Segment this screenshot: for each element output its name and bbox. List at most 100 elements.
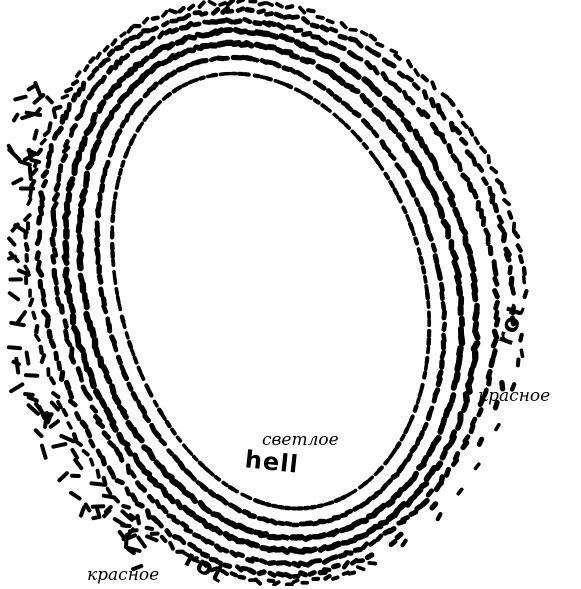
- hatch-stroke: [358, 567, 364, 569]
- hatch-stroke: [73, 450, 78, 458]
- hatch-stroke: [180, 8, 184, 11]
- hatch-stroke: [186, 530, 191, 532]
- hatch-stroke: [162, 62, 166, 64]
- hatch-stroke: [68, 195, 69, 201]
- hatch-stroke: [100, 276, 101, 282]
- hatch-stroke: [114, 85, 119, 87]
- hatch-stroke: [67, 340, 70, 345]
- hatch-stroke: [475, 331, 478, 338]
- hatch-stroke: [48, 416, 51, 422]
- hatch-stroke: [131, 109, 133, 113]
- hatch-stroke: [407, 216, 409, 221]
- hatch-stroke: [178, 502, 181, 508]
- hatch-stroke: [153, 518, 157, 522]
- hatch-stroke: [102, 400, 105, 406]
- hatch-stroke: [77, 115, 81, 118]
- hatch-stroke: [318, 17, 323, 18]
- hatch-stroke: [238, 554, 243, 556]
- hatch-stroke: [203, 521, 207, 526]
- hatch-stroke: [282, 549, 287, 552]
- hatch-stroke: [405, 145, 408, 151]
- hatch-stroke: [234, 43, 239, 44]
- hatch-stroke: [408, 455, 410, 460]
- hatch-stroke: [99, 203, 100, 208]
- hatch-stroke: [420, 139, 422, 145]
- hatch-stroke: [429, 449, 432, 454]
- hatch-stroke: [217, 497, 221, 499]
- hatch-stroke: [367, 499, 370, 503]
- hatch-stroke: [335, 97, 339, 100]
- hatch-stroke: [220, 3, 225, 5]
- hatch-stroke: [267, 14, 272, 15]
- hatch-stroke: [414, 84, 418, 88]
- hatch-stroke: [278, 25, 283, 28]
- hatch-stroke: [82, 191, 84, 196]
- hatch-stroke: [70, 401, 75, 405]
- hatch-stroke: [347, 106, 351, 110]
- hatch-stroke: [463, 443, 467, 448]
- hatch-stroke: [474, 285, 475, 291]
- hatch-stroke: [371, 36, 375, 40]
- hatch-stroke: [304, 34, 310, 35]
- hatch-stroke: [132, 48, 136, 51]
- hatch-stroke: [403, 208, 405, 213]
- hatch-stroke: [13, 179, 21, 183]
- right-label-russian: красное: [478, 388, 550, 405]
- hatch-stroke: [109, 51, 112, 54]
- hatch-stroke: [138, 538, 144, 547]
- hatch-stroke: [409, 98, 413, 103]
- hatch-stroke: [122, 525, 130, 526]
- hatch-stroke: [109, 468, 112, 473]
- hatch-stroke: [133, 394, 136, 399]
- hatch-stroke: [247, 497, 251, 499]
- hatch-stroke: [521, 350, 522, 356]
- hatch-stroke: [399, 73, 403, 76]
- hatch-stroke: [393, 495, 397, 499]
- hatch-stroke: [389, 516, 393, 519]
- hatch-stroke: [380, 165, 383, 169]
- hatch-stroke: [352, 560, 356, 563]
- hatch-stroke: [425, 147, 428, 153]
- hatch-stroke: [466, 394, 467, 401]
- hatch-stroke: [374, 132, 378, 136]
- hatch-stroke: [184, 508, 188, 512]
- hatch-stroke: [64, 410, 67, 415]
- hatch-stroke: [226, 521, 231, 524]
- hatch-stroke: [53, 393, 58, 397]
- hatch-stroke: [81, 507, 84, 515]
- hatch-stroke: [291, 69, 295, 72]
- hatch-stroke: [160, 33, 163, 38]
- hatch-stroke: [204, 35, 209, 36]
- hatch-stroke: [471, 426, 473, 432]
- hatch-stroke: [269, 47, 274, 48]
- hatch-stroke: [84, 354, 85, 361]
- hatch-stroke: [35, 83, 40, 95]
- hatch-stroke: [525, 291, 527, 297]
- hatch-stroke: [121, 33, 125, 36]
- hatch-stroke: [407, 77, 412, 80]
- hatch-stroke: [426, 365, 427, 370]
- hatch-stroke: [295, 30, 301, 31]
- hatch-stroke: [445, 184, 448, 190]
- hatch-stroke: [304, 77, 308, 80]
- hatch-stroke: [461, 337, 462, 343]
- hatch-stroke: [36, 335, 39, 340]
- hatch-stroke: [328, 520, 332, 521]
- hatch-stroke: [250, 570, 254, 572]
- hatch-stroke: [54, 110, 56, 117]
- hatch-stroke: [223, 483, 226, 485]
- hatch-stroke: [71, 493, 80, 499]
- hatch-stroke: [137, 504, 142, 506]
- hatch-stroke: [524, 268, 525, 274]
- hatch-stroke: [415, 70, 418, 75]
- hatch-stroke: [449, 191, 452, 196]
- hatch-stroke: [497, 180, 502, 184]
- hatch-stroke: [67, 383, 69, 389]
- hatch-stroke: [156, 484, 162, 486]
- hatch-stroke: [273, 506, 277, 507]
- hatch-stroke: [434, 396, 435, 401]
- hatch-stroke: [143, 58, 147, 61]
- hatch-stroke: [117, 47, 122, 48]
- hatch-stroke: [26, 375, 37, 376]
- hatch-stroke: [379, 468, 382, 471]
